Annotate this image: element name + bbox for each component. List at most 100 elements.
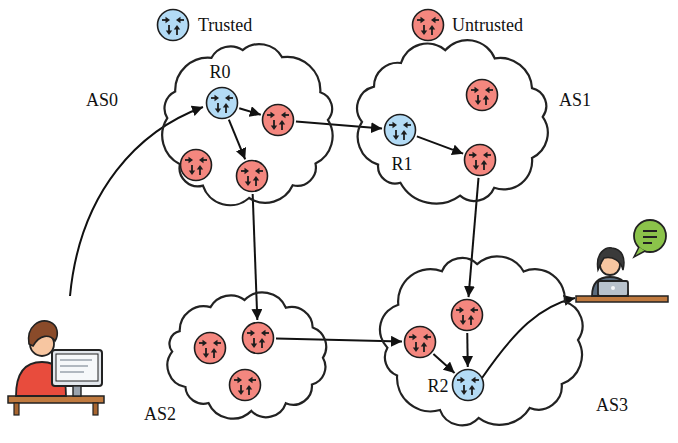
- as-label: AS1: [559, 90, 591, 111]
- icon-arrowhead: [475, 87, 480, 93]
- as-label: AS0: [86, 90, 118, 111]
- speech-lines: [643, 231, 657, 243]
- router-node: R1: [383, 113, 417, 147]
- router-node: R2: [451, 368, 485, 402]
- icon-arrowhead: [213, 340, 218, 346]
- icon-arrowhead: [271, 126, 277, 131]
- router-disc: [207, 88, 238, 119]
- legend-label: Trusted: [198, 15, 252, 36]
- route-arrow: [229, 120, 245, 160]
- icon-arrowhead: [483, 152, 488, 158]
- desk: [8, 396, 104, 403]
- icon-arrowhead: [246, 385, 252, 390]
- router-node: [179, 148, 213, 182]
- icon-arrowhead: [473, 166, 479, 171]
- route-arrow: [469, 178, 479, 297]
- router-icon: [463, 143, 497, 177]
- icon-arrowhead: [403, 122, 408, 128]
- cloud-outline: [160, 288, 335, 423]
- icon-arrowhead: [470, 307, 475, 313]
- router-disc: [243, 323, 274, 354]
- router-arrows: [471, 87, 493, 105]
- desk-leg: [14, 403, 19, 415]
- legend-label: Untrusted: [452, 15, 523, 36]
- router-node: [235, 159, 269, 193]
- icon-arrowhead: [271, 112, 276, 118]
- legend-item: Untrusted: [411, 8, 445, 42]
- icon-arrowhead: [279, 120, 285, 125]
- laptop-logo: [611, 286, 615, 290]
- icon-arrowhead: [238, 391, 244, 396]
- person-body: [592, 277, 628, 296]
- icon-arrowhead: [166, 31, 172, 36]
- icon-arrowhead: [483, 95, 489, 100]
- router-disc: [385, 115, 416, 146]
- laptop: [598, 281, 628, 296]
- router-arrows: [234, 377, 256, 395]
- person-hair: [29, 321, 58, 346]
- icon-arrowhead: [251, 344, 257, 349]
- icon-arrowhead: [421, 17, 426, 23]
- icon-arrowhead: [461, 377, 466, 383]
- router-label: R1: [391, 154, 412, 175]
- icon-arrowhead: [471, 377, 476, 383]
- router-disc: [237, 161, 268, 192]
- router-arrows: [199, 340, 221, 358]
- router-icon: [403, 325, 437, 359]
- icon-arrowhead: [423, 334, 428, 340]
- sender-user: [8, 321, 104, 415]
- router-icon: [450, 298, 484, 332]
- route-arrow: [296, 121, 382, 128]
- icon-arrowhead: [251, 330, 256, 336]
- icon-arrowhead: [215, 109, 221, 114]
- ingress-arrow: [70, 107, 203, 296]
- icon-arrowhead: [245, 168, 250, 174]
- icon-arrowhead: [413, 348, 419, 353]
- cloud-path: [357, 40, 548, 204]
- router-disc: [465, 145, 496, 176]
- route-arrow: [239, 108, 261, 115]
- icon-arrowhead: [166, 17, 171, 23]
- icon-arrowhead: [245, 182, 251, 187]
- as-cloud: R1AS1: [350, 38, 555, 208]
- receiver-user: [576, 220, 668, 302]
- icon-arrowhead: [461, 391, 467, 396]
- router-arrows: [162, 17, 184, 35]
- monitor-stand: [73, 386, 81, 396]
- router-disc: [158, 10, 189, 41]
- icon-arrowhead: [225, 95, 230, 101]
- router-node: [261, 103, 295, 137]
- router-disc: [195, 333, 226, 364]
- cloud-path: [167, 292, 326, 418]
- router-icon: [383, 113, 417, 147]
- as-label: AS3: [596, 395, 628, 416]
- as-cloud: R0AS0: [155, 38, 340, 210]
- legend-swatch: [156, 8, 190, 42]
- router-disc: [405, 327, 436, 358]
- router-arrows: [267, 112, 289, 130]
- router-disc: [181, 150, 212, 181]
- router-arrows: [389, 122, 411, 140]
- icon-arrowhead: [421, 31, 427, 36]
- icon-arrowhead: [401, 130, 407, 135]
- legend-item: Trusted: [156, 8, 190, 42]
- router-disc: [230, 370, 261, 401]
- icon-arrowhead: [197, 165, 203, 170]
- router-icon: [205, 86, 239, 120]
- icon-arrowhead: [259, 338, 265, 343]
- route-arrow: [466, 333, 468, 367]
- router-node: [241, 321, 275, 355]
- icon-arrowhead: [189, 171, 195, 176]
- icon-arrowhead: [215, 95, 220, 101]
- person-hair: [597, 248, 623, 270]
- router-arrows: [409, 334, 431, 352]
- icon-arrowhead: [255, 168, 260, 174]
- icon-arrowhead: [468, 315, 474, 320]
- router-label: R2: [428, 376, 449, 397]
- icon-arrowhead: [485, 87, 490, 93]
- as-label: AS2: [144, 404, 176, 425]
- legend-swatch: [411, 8, 445, 42]
- icon-arrowhead: [413, 334, 418, 340]
- icon-arrowhead: [393, 136, 399, 141]
- router-icon: [451, 368, 485, 402]
